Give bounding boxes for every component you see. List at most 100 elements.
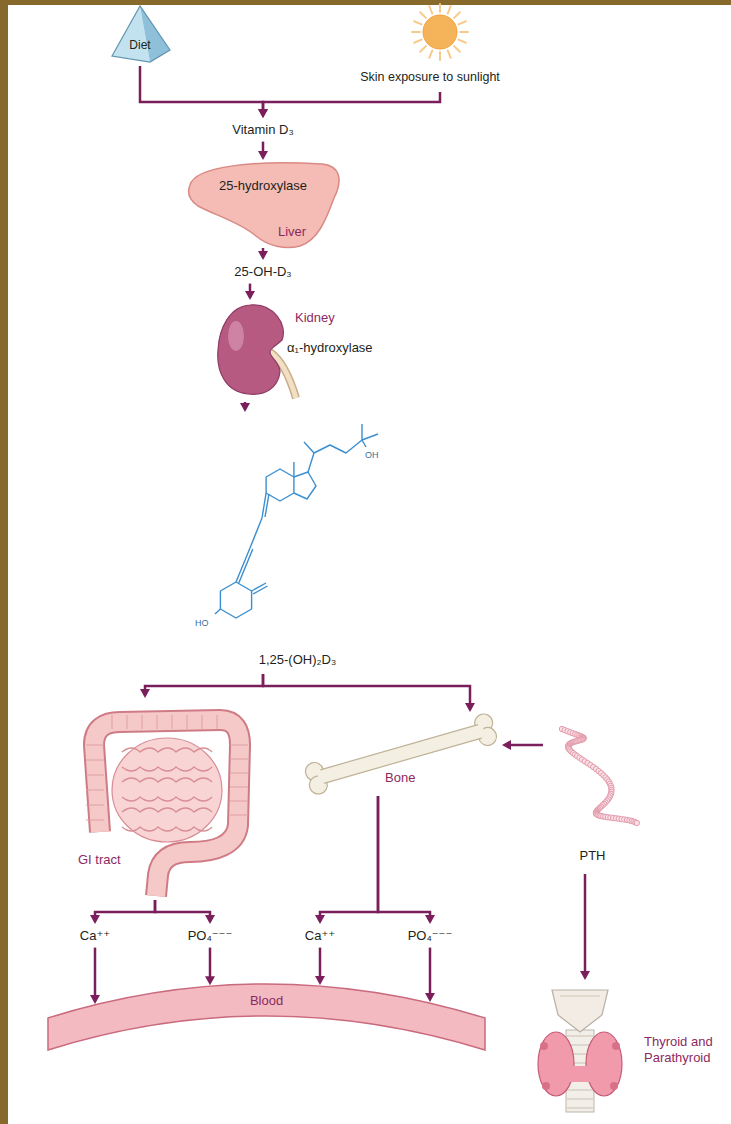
label-text: Kidney [295, 310, 335, 326]
ion-label: PO₄⁻⁻⁻ [404, 926, 457, 946]
flow-arrow [580, 874, 590, 980]
label-text: GI tract [78, 852, 121, 868]
label-text: α₁-hydroxylase [287, 340, 373, 356]
label-text: Blood [48, 993, 485, 1009]
arrow-head [205, 976, 215, 985]
flow-arrow [263, 674, 475, 712]
arrow-head [315, 915, 325, 924]
label-text: 25-hydroxylase [188, 178, 338, 194]
arrow-line [263, 674, 470, 705]
arrow-head [425, 915, 435, 924]
arrow-line [94, 948, 97, 997]
arrow-line [145, 674, 263, 691]
label-text: PO₄⁻⁻⁻ [408, 928, 453, 944]
thyroid-drawing [538, 990, 622, 1112]
arrow-line [378, 796, 430, 917]
liver-shape [189, 163, 339, 248]
blood-band [48, 984, 485, 1050]
flow-arrow [258, 92, 440, 118]
label-text: PTH [545, 848, 640, 864]
pth-node: PTH [545, 712, 640, 872]
arrow-head [502, 740, 511, 750]
flow-arrow [155, 900, 215, 924]
label-text: 25-OH-D₃ [234, 264, 291, 280]
thyroid-node: Thyroid and Parathyroid [500, 982, 729, 1114]
label-text: Ca⁺⁺ [80, 928, 110, 944]
arrow-head [205, 915, 215, 924]
flow-arrow [245, 284, 255, 300]
arrow-line [140, 66, 263, 111]
arrow-head [465, 703, 475, 712]
arrow-line [319, 948, 322, 978]
label-text: Skin exposure to sunlight [345, 70, 515, 85]
flow-arrow [205, 948, 215, 986]
sunlight-node: Skin exposure to sunlight [345, 0, 515, 90]
arrow-head [425, 993, 435, 1002]
arrow-line [95, 900, 155, 917]
arrow-line [429, 948, 432, 995]
compound-label: Vitamin D₃ [228, 120, 297, 140]
flow-arrow [378, 796, 435, 924]
label-text: Thyroid and Parathyroid [644, 1034, 724, 1065]
flow-arrow [502, 740, 543, 750]
ion-label: Ca⁺⁺ [76, 926, 114, 946]
gi-tract-node: GI tract [70, 700, 250, 898]
molecule-node: OH HO 1,25-(OH)₂D₃ [190, 414, 405, 672]
flow-arrow [90, 948, 100, 1004]
bone-drawing [303, 712, 498, 796]
arrow-line [263, 92, 440, 111]
arrow-head [90, 995, 100, 1004]
label-text: 1,25-(OH)₂D₃ [190, 652, 405, 668]
diet-pyramid [112, 6, 170, 62]
arrow-line [509, 744, 543, 747]
label-text: PO₄⁻⁻⁻ [188, 928, 233, 944]
label-text: Diet [110, 38, 170, 52]
arrow-head [245, 291, 255, 300]
flow-arrow [258, 248, 268, 260]
arrow-head [258, 251, 268, 260]
arrow-head [580, 971, 590, 980]
arrow-head [258, 109, 268, 118]
arrow-line [209, 948, 212, 979]
flow-arrow [425, 948, 435, 1002]
flow-arrow [90, 900, 155, 924]
flow-arrow [258, 142, 268, 160]
ion-label: Ca⁺⁺ [301, 926, 339, 946]
kidney-node: Kidney α₁-hydroxylase [215, 302, 420, 400]
blood-node: Blood [48, 955, 485, 1055]
kidney-shape [218, 305, 296, 398]
label-text: Bone [385, 770, 415, 786]
compound-label: 25-OH-D₃ [230, 262, 295, 282]
flow-arrow [315, 796, 378, 924]
sun-icon [412, 4, 468, 60]
arrow-line [155, 900, 210, 917]
flow-arrow [140, 674, 263, 698]
page-ground [8, 5, 731, 1124]
arrow-head [90, 915, 100, 924]
arrow-line [584, 874, 587, 973]
diet-pyramid-node: Diet [110, 2, 170, 64]
ion-label: PO₄⁻⁻⁻ [184, 926, 237, 946]
bone-node: Bone [300, 714, 500, 794]
arrow-head [258, 109, 268, 118]
gi-tract-drawing [86, 715, 248, 896]
arrow-head [140, 689, 150, 698]
label-text: Vitamin D₃ [232, 122, 293, 138]
liver-node: 25-hydroxylaseLiver [188, 162, 338, 246]
arrow-head [258, 151, 268, 160]
label-text: OH [365, 450, 379, 461]
label-text: Ca⁺⁺ [305, 928, 335, 944]
arrow-head [240, 403, 250, 412]
label-text: HO [195, 618, 209, 629]
arrow-head [315, 976, 325, 985]
label-text: Liver [278, 224, 306, 240]
flow-arrow [240, 402, 250, 412]
pth-chain [559, 726, 639, 825]
flow-arrow [315, 948, 325, 985]
arrow-line [320, 796, 378, 917]
flow-arrow [140, 66, 268, 118]
calcitriol-structure [215, 424, 378, 618]
